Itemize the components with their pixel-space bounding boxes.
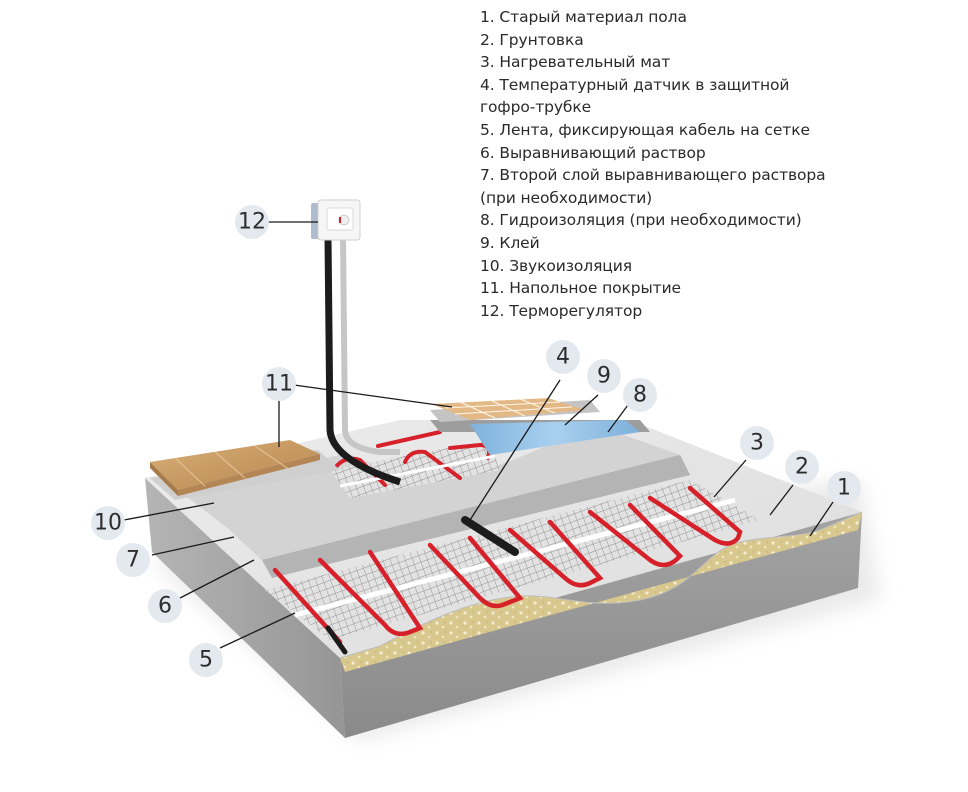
leader-2	[769, 484, 794, 516]
legend-item-7-cont: (при необходимости)	[480, 188, 653, 207]
svg-text:8: 8	[633, 383, 647, 408]
leader-11-right	[293, 384, 453, 408]
concrete-slab-left-face	[145, 478, 345, 738]
legend-item-12: 12. Терморегулятор	[480, 301, 643, 320]
concrete-slab-front-face	[340, 512, 862, 738]
legend-item-10: 10. Звукоизоляция	[480, 256, 632, 275]
svg-text:3: 3	[750, 431, 764, 456]
legend-item-8: 8. Гидроизоляция (при необходимости)	[480, 211, 802, 230]
leader-6	[179, 559, 255, 599]
cable-end	[325, 625, 348, 655]
callout-4: 4	[546, 340, 580, 374]
leader-1	[809, 501, 834, 537]
callout-11: 11	[262, 367, 296, 401]
svg-text:4: 4	[556, 345, 570, 370]
leader-3	[713, 459, 747, 498]
svg-text:12: 12	[238, 210, 266, 235]
legend-item-9: 9. Клей	[480, 233, 540, 252]
svg-text:7: 7	[126, 548, 140, 573]
legend-item-4-cont: гофро-трубке	[480, 98, 592, 117]
svg-text:2: 2	[795, 455, 809, 480]
legend-item-3: 3. Нагревательный мат	[480, 53, 671, 72]
legend-item-1: 1. Старый материал пола	[480, 8, 687, 26]
callout-9: 9	[587, 359, 621, 393]
fixing-tape	[294, 497, 736, 618]
sensor-tube	[461, 516, 519, 556]
svg-text:1: 1	[837, 476, 851, 501]
callout-8: 8	[623, 378, 657, 412]
svg-text:5: 5	[199, 648, 213, 673]
callout-3: 3	[740, 426, 774, 460]
legend-item-5: 5. Лента, фиксирующая кабель на сетке	[480, 120, 810, 139]
callout-10: 10	[91, 506, 125, 540]
second-screed-layer	[178, 430, 680, 560]
svg-text:6: 6	[158, 594, 172, 619]
legend-list: 1. Старый материал пола 2. Грунтовка 3. …	[480, 6, 826, 322]
leader-lines	[123, 221, 834, 649]
leader-4	[469, 379, 561, 521]
legend-item-11: 11. Напольное покрытие	[480, 279, 681, 298]
leader-10	[123, 502, 215, 521]
thermostat	[311, 199, 402, 486]
svg-text:11: 11	[265, 372, 293, 397]
leader-8	[607, 404, 629, 433]
legend-item-6: 6. Выравнивающий раствор	[480, 143, 706, 162]
callout-1: 1	[827, 471, 861, 505]
legend-item-2: 2. Грунтовка	[480, 30, 584, 49]
svg-text:10: 10	[94, 511, 122, 536]
legend-item-4: 4. Температурный датчик в защитной	[480, 75, 790, 94]
callout-7: 7	[116, 543, 150, 577]
old-floor-material	[340, 512, 862, 672]
back-heating-mat	[330, 440, 500, 498]
leader-7	[151, 536, 235, 556]
parquet-flooring	[150, 440, 320, 490]
callout-12: 12	[235, 205, 269, 239]
callout-6: 6	[148, 589, 182, 623]
leader-5	[219, 612, 296, 649]
leader-9	[564, 394, 599, 426]
callout-2: 2	[785, 450, 819, 484]
heating-cable	[272, 485, 743, 645]
waterproofing	[470, 420, 640, 455]
callout-5: 5	[189, 643, 223, 677]
svg-text:9: 9	[597, 364, 611, 389]
legend-item-7: 7. Второй слой выравнивающего раствора	[480, 166, 826, 185]
